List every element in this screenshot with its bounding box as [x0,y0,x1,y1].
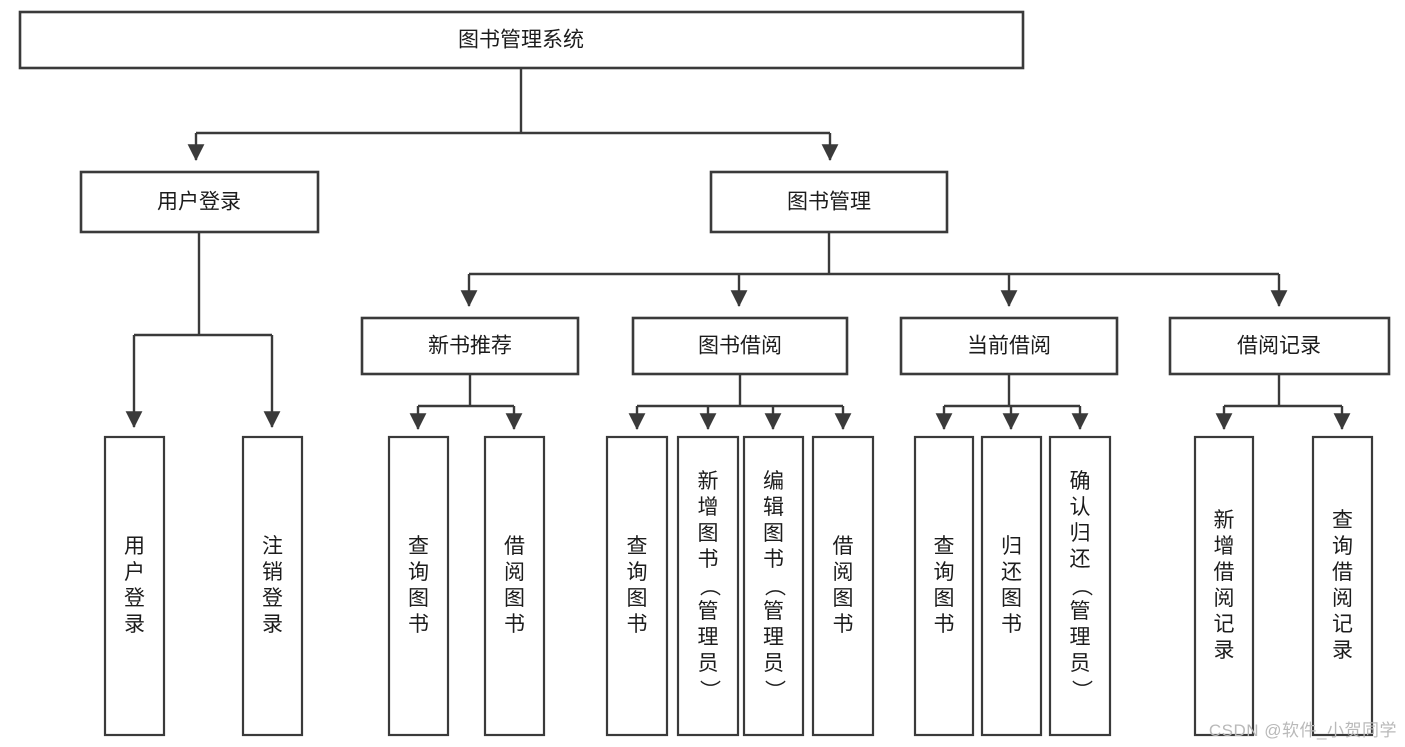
leaf-box-add-book[interactable] [676,435,740,737]
leaf-box-query-book-2[interactable] [605,435,669,737]
leaf-box-query-record[interactable] [1311,435,1374,737]
leaf-box-query-book-3[interactable] [913,435,975,737]
node-label-user-login: 用户登录 [157,191,241,214]
leaf-box-logout-login[interactable] [241,435,304,737]
node-book-management-system[interactable]: 图书管理系统 [18,10,1025,70]
leaf-box-edit-book[interactable] [742,435,805,737]
leaf-box-query-book-1[interactable] [387,435,450,737]
leaf-box-user-login[interactable] [103,435,166,737]
csdn-watermark: CSDN @软件_小贺同学 [1208,721,1397,740]
node-label-book-borrow: 图书借阅 [698,335,782,358]
node-book-borrow[interactable]: 图书借阅 [631,316,849,376]
node-label-new-book-recommend: 新书推荐 [428,335,512,358]
leaf-box-return-book[interactable] [980,435,1043,737]
node-label-current-borrow: 当前借阅 [967,335,1051,358]
leaf-box-borrow-book-2[interactable] [811,435,875,737]
leaf-box-confirm-return[interactable] [1048,435,1112,737]
node-label-book-management: 图书管理 [787,191,871,214]
node-new-book-recommend[interactable]: 新书推荐 [360,316,580,376]
node-book-management[interactable]: 图书管理 [709,170,949,234]
node-current-borrow[interactable]: 当前借阅 [899,316,1119,376]
leaf-box-borrow-book-1[interactable] [483,435,546,737]
node-label-borrow-record: 借阅记录 [1237,335,1321,358]
node-borrow-record[interactable]: 借阅记录 [1168,316,1391,376]
node-user-login[interactable]: 用户登录 [79,170,320,234]
leaf-box-add-record[interactable] [1193,435,1255,737]
node-label-root: 图书管理系统 [458,29,584,52]
